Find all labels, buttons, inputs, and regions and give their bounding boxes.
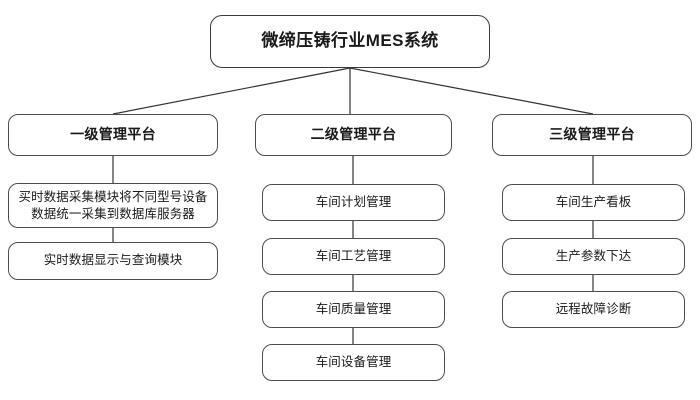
node-l2-c1-workshop-plan-management[interactable]: 车间计划管理 <box>262 184 445 221</box>
node-l2-c4-label: 车间设备管理 <box>315 354 392 369</box>
node-level-3-platform[interactable]: 三级管理平台 <box>492 114 692 156</box>
node-level-3-label: 三级管理平台 <box>549 126 635 143</box>
node-l1-c2-label: 实时数据显示与查询模块 <box>43 253 183 268</box>
node-level-2-platform[interactable]: 二级管理平台 <box>255 114 452 156</box>
node-l2-c2-label: 车间工艺管理 <box>315 248 392 263</box>
node-l1-c1-label: 买时数据采集模块将不同型号设备数据统一采集到数据库服务器 <box>18 190 208 221</box>
connector-root-to-level-3 <box>349 67 594 115</box>
node-l3-c3-remote-fault-diagnosis[interactable]: 远程故障诊断 <box>502 291 685 328</box>
node-level-2-label: 二级管理平台 <box>310 126 397 143</box>
node-l2-c3-workshop-quality-management[interactable]: 车间质量管理 <box>262 291 445 328</box>
node-l2-c2-workshop-process-management[interactable]: 车间工艺管理 <box>262 238 445 275</box>
node-root-label: 微缔压铸行业MES系统 <box>261 31 439 51</box>
node-l2-c1-label: 车间计划管理 <box>315 194 392 209</box>
node-level-1-platform[interactable]: 一级管理平台 <box>8 114 218 156</box>
node-l3-c1-label: 车间生产看板 <box>555 194 632 209</box>
node-l2-c4-workshop-equipment-management[interactable]: 车间设备管理 <box>262 344 445 381</box>
node-l2-c3-label: 车间质量管理 <box>315 301 392 316</box>
connector-root-to-level-1 <box>112 67 351 115</box>
node-l1-c2-realtime-display-query-module[interactable]: 实时数据显示与查询模块 <box>8 242 218 280</box>
node-l3-c3-label: 远程故障诊断 <box>555 301 632 316</box>
node-level-1-label: 一级管理平台 <box>70 126 156 143</box>
node-l3-c2-label: 生产参数下达 <box>555 248 632 263</box>
node-l1-c1-data-acquisition-module[interactable]: 买时数据采集模块将不同型号设备数据统一采集到数据库服务器 <box>8 183 218 228</box>
node-l3-c1-workshop-production-board[interactable]: 车间生产看板 <box>502 184 685 221</box>
node-l3-c2-production-parameter-dispatch[interactable]: 生产参数下达 <box>502 238 685 275</box>
node-root-mes-system[interactable]: 微缔压铸行业MES系统 <box>210 15 490 68</box>
